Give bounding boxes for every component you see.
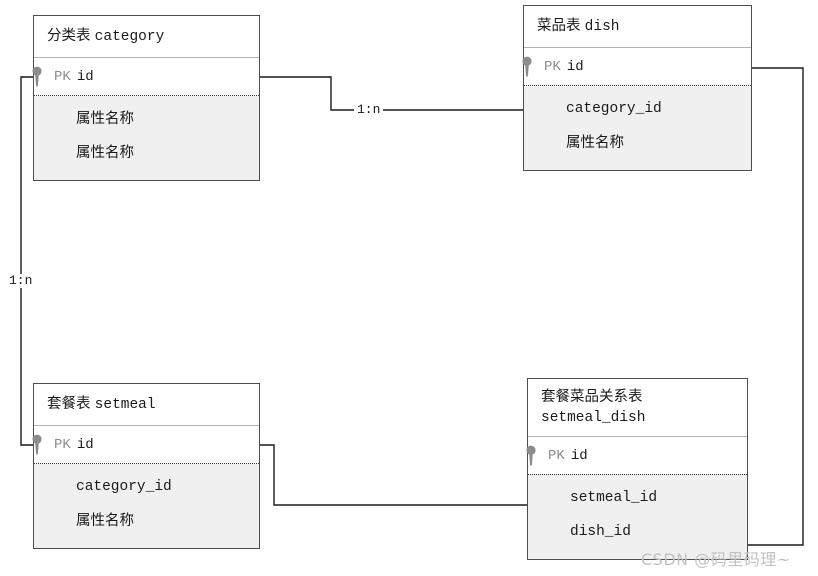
attribute-row: dish_id — [570, 524, 631, 540]
cardinality-category-setmeal: 1:n — [6, 274, 36, 288]
relation-dish-setmeal-dish — [748, 67, 804, 546]
entity-setmeal-title: 套餐表 setmeal — [34, 384, 259, 426]
attribute-row: 属性名称 — [76, 111, 134, 127]
entity-category-title: 分类表 category — [34, 16, 259, 58]
entity-setmeal[interactable]: 套餐表 setmeal PK id category_id 属性名称 — [32, 383, 260, 549]
key-icon — [526, 445, 536, 467]
csdn-watermark: CSDN @码里码理~ — [641, 550, 791, 569]
entity-setmeal-title-cn: 套餐表 — [47, 396, 91, 412]
entity-dish-attributes: category_id 属性名称 — [524, 86, 751, 170]
entity-setmeal-pk-row[interactable]: PK id — [32, 426, 259, 464]
attribute-row: 属性名称 — [566, 135, 624, 151]
entity-setmeal-dish-title-en: setmeal_dish — [541, 410, 646, 426]
entity-category-pk-row[interactable]: PK id — [32, 58, 259, 96]
entity-setmeal-pk-name: id — [76, 436, 94, 453]
attribute-row: category_id — [76, 479, 172, 495]
entity-dish[interactable]: 菜品表 dish PK id category_id 属性名称 — [522, 5, 752, 171]
entity-category[interactable]: 分类表 category PK id 属性名称 属性名称 — [32, 15, 260, 181]
entity-category-pk-name: id — [76, 68, 94, 85]
entity-dish-title-cn: 菜品表 — [537, 18, 581, 34]
entity-setmeal-pk-tag: PK — [54, 436, 71, 453]
cardinality-category-dish: 1:n — [354, 103, 384, 117]
entity-dish-pk-row[interactable]: PK id — [522, 48, 751, 86]
key-icon — [32, 434, 42, 456]
entity-setmeal-dish-title-cn: 套餐菜品关系表 — [541, 389, 643, 405]
attribute-row: setmeal_id — [570, 490, 658, 506]
entity-dish-title-en: dish — [584, 19, 620, 35]
key-icon — [522, 56, 532, 78]
entity-category-title-en: category — [94, 29, 165, 45]
entity-category-attributes: 属性名称 属性名称 — [34, 96, 259, 180]
entity-setmeal-dish-pk-name: id — [570, 447, 588, 464]
attribute-row: category_id — [566, 101, 662, 117]
relation-setmeal-setmeal-dish — [260, 444, 527, 506]
entity-setmeal-dish-pk-row[interactable]: PK id — [526, 437, 747, 475]
entity-setmeal-dish-attributes: setmeal_id dish_id — [528, 475, 747, 559]
entity-setmeal-dish-pk-tag: PK — [548, 447, 565, 464]
entity-category-pk-tag: PK — [54, 68, 71, 85]
entity-dish-pk-tag: PK — [544, 58, 561, 75]
relation-category-dish — [260, 76, 523, 111]
relation-category-setmeal — [20, 76, 33, 446]
entity-setmeal-dish[interactable]: 套餐菜品关系表 setmeal_dish PK id setmeal_id di… — [526, 378, 748, 560]
key-icon — [32, 66, 42, 88]
entity-setmeal-attributes: category_id 属性名称 — [34, 464, 259, 548]
entity-setmeal-dish-title: 套餐菜品关系表 setmeal_dish — [528, 379, 747, 437]
entity-category-title-cn: 分类表 — [47, 28, 91, 44]
entity-setmeal-title-en: setmeal — [94, 397, 156, 413]
entity-dish-title: 菜品表 dish — [524, 6, 751, 48]
entity-dish-pk-name: id — [566, 58, 584, 75]
attribute-row: 属性名称 — [76, 513, 134, 529]
attribute-row: 属性名称 — [76, 145, 134, 161]
